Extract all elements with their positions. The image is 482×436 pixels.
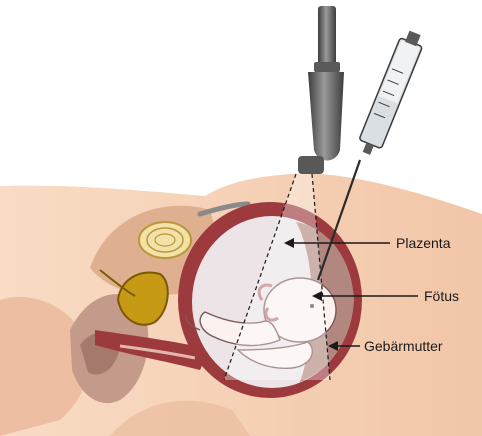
ultrasound-probe-icon	[298, 6, 344, 174]
label-placenta-text: Plazenta	[396, 235, 451, 251]
label-fetus-text: Fötus	[424, 288, 459, 304]
label-uterus-text: Gebärmutter	[364, 338, 443, 354]
